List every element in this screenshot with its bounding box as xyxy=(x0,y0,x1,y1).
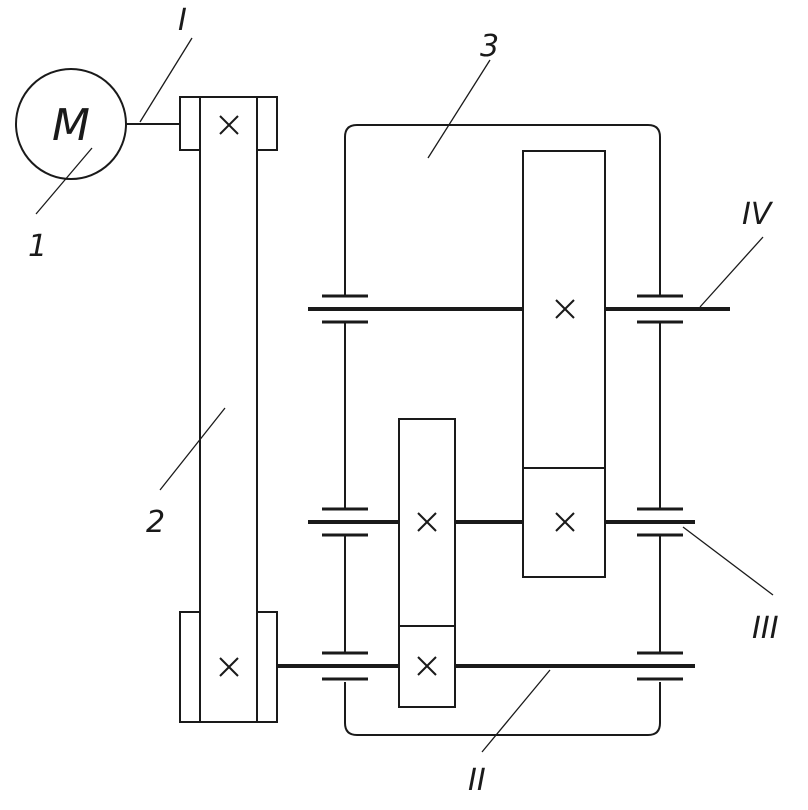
pinion-III-cross xyxy=(555,512,575,532)
bearings xyxy=(322,294,683,681)
leader-shaft-III xyxy=(682,526,774,596)
label-shaft-I: I xyxy=(178,3,187,38)
gear-large-IV-cross xyxy=(555,299,575,319)
pinion-II-cross xyxy=(417,656,437,676)
leader-belt xyxy=(159,407,226,491)
label-shaft-III: III xyxy=(752,611,779,646)
motor-symbol: M xyxy=(52,100,90,151)
motor: M xyxy=(15,68,127,180)
leader-shaft-II xyxy=(481,669,551,753)
gear-III-cross xyxy=(417,512,437,532)
label-shaft-IV: IV xyxy=(742,197,774,232)
belt-drive xyxy=(179,96,278,723)
label-motor: 1 xyxy=(28,229,47,264)
label-shaft-II: II xyxy=(468,763,486,798)
gears xyxy=(398,150,606,708)
leader-housing xyxy=(427,59,491,159)
lower-pulley-cross xyxy=(219,657,239,677)
gearbox-housing xyxy=(344,124,661,736)
leader-motor xyxy=(35,147,93,215)
belt xyxy=(199,96,258,723)
label-housing: 3 xyxy=(480,29,499,64)
leader-lines xyxy=(35,37,774,753)
leader-shaft-I xyxy=(139,37,193,123)
label-belt-drive: 2 xyxy=(146,505,165,540)
upper-pulley-cross xyxy=(219,115,239,135)
leader-shaft-IV xyxy=(699,236,764,308)
